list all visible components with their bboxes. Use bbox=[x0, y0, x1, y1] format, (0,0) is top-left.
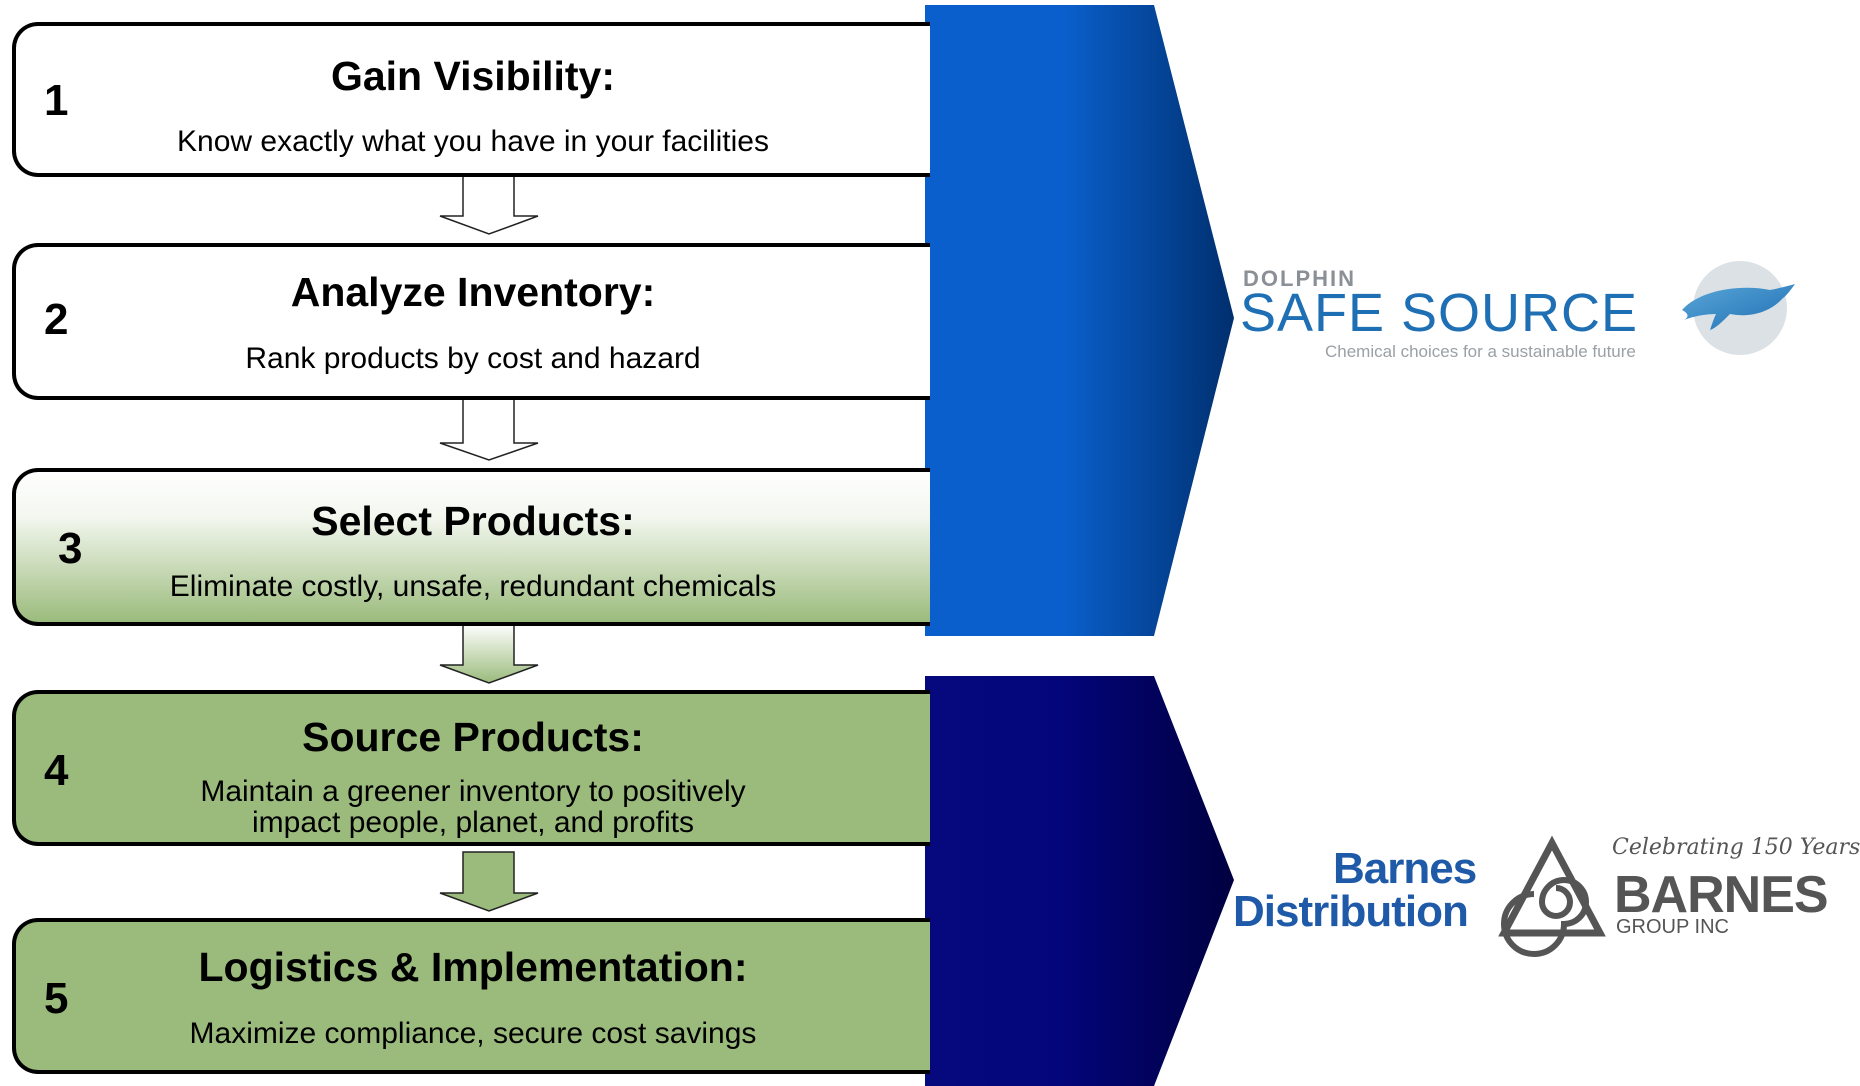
down-arrow-2 bbox=[439, 397, 539, 461]
logo-barnes-distribution-line1: Barnes bbox=[1333, 844, 1477, 893]
logo-safe-source-name: SAFE SOURCE bbox=[1240, 283, 1639, 343]
down-arrow-1 bbox=[439, 172, 539, 235]
step-box-4: 4 Source Products: Maintain a greener in… bbox=[12, 690, 930, 846]
step-description: Maintain a greener inventory to positive… bbox=[16, 776, 930, 838]
step-number: 3 bbox=[58, 524, 83, 573]
step-number: 2 bbox=[44, 295, 69, 344]
step-description: Eliminate costly, unsafe, redundant chem… bbox=[169, 570, 777, 603]
top-chevron-arrow bbox=[925, 5, 1234, 636]
dolphin-icon bbox=[1682, 261, 1795, 355]
step-description-line-2: impact people, planet, and profits bbox=[252, 806, 694, 839]
step-number: 5 bbox=[44, 974, 69, 1023]
logo-barnes-distribution-line2: Distribution bbox=[1233, 887, 1469, 936]
step-box-1: 1 Gain Visibility: Know exactly what you… bbox=[12, 22, 930, 177]
logo-barnes-group-celebration: Celebrating 150 Years bbox=[1612, 835, 1860, 860]
logo-dolphin-brand: DOLPHIN bbox=[1243, 266, 1356, 291]
step-description: Rank products by cost and hazard bbox=[245, 342, 701, 375]
step-title: Analyze Inventory: bbox=[290, 269, 656, 315]
step-box-2: 2 Analyze Inventory: Rank products by co… bbox=[12, 243, 930, 400]
step-title: Source Products: bbox=[302, 714, 644, 760]
down-arrow-4 bbox=[439, 851, 539, 912]
step-title: Select Products: bbox=[311, 498, 635, 544]
step-number: 1 bbox=[44, 76, 69, 125]
step-title: Logistics & Implementation: bbox=[198, 944, 748, 990]
step-description-line-1: Maintain a greener inventory to positive… bbox=[200, 775, 746, 808]
logo-barnes-group-subtitle: GROUP INC bbox=[1616, 916, 1729, 938]
barnes-triangle-icon bbox=[1498, 835, 1606, 957]
step-description: Maximize compliance, secure cost savings bbox=[189, 1017, 757, 1050]
down-arrow-3 bbox=[439, 623, 539, 684]
logo-barnes-group-name: BARNES bbox=[1614, 866, 1829, 924]
process-diagram bbox=[439, 5, 1795, 1086]
step-title: Gain Visibility: bbox=[330, 53, 616, 99]
logo-safe-source-tagline: Chemical choices for a sustainable futur… bbox=[1325, 342, 1636, 361]
step-box-5: 5 Logistics & Implementation: Maximize c… bbox=[12, 918, 930, 1074]
step-box-3: 3 Select Products: Eliminate costly, uns… bbox=[12, 468, 930, 626]
bottom-chevron-arrow bbox=[925, 676, 1234, 1086]
step-number: 4 bbox=[44, 746, 69, 795]
step-description: Know exactly what you have in your facil… bbox=[177, 125, 769, 158]
